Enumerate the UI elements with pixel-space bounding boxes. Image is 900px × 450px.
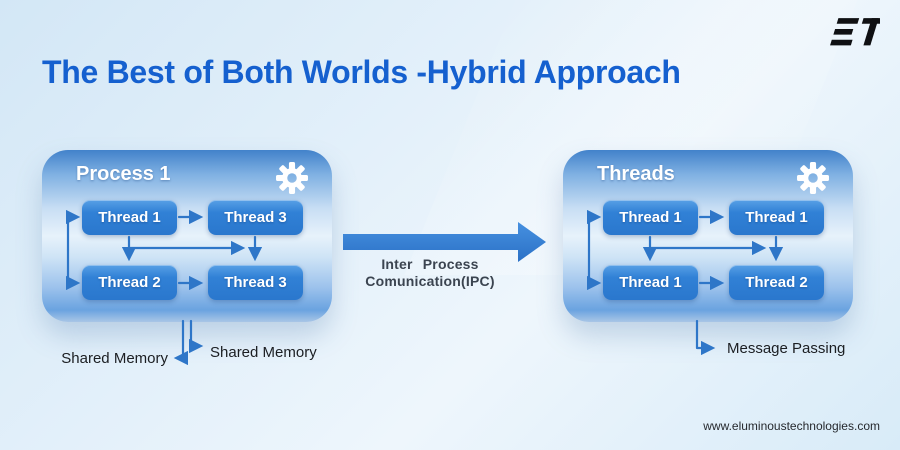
- thread-box: Thread 1: [82, 200, 177, 235]
- process-panel-left: Process 1 Thread 1 Thread 3 Thread 2 Thr…: [42, 150, 332, 322]
- shared-memory-label-right: Shared Memory: [210, 344, 317, 361]
- ipc-label-line1: Inter Process: [381, 256, 479, 272]
- panel-title-left: Process 1: [76, 163, 171, 185]
- thread-box: Thread 1: [603, 265, 698, 300]
- website-url: www.eluminoustechnologies.com: [703, 419, 880, 433]
- company-logo: [828, 15, 887, 49]
- et-logo-icon: [830, 18, 887, 46]
- panel-title-right: Threads: [597, 163, 675, 185]
- thread-box: Thread 2: [82, 265, 177, 300]
- shared-memory-label-left: Shared Memory: [61, 350, 168, 367]
- page-title: The Best of Both Worlds -Hybrid Approach: [42, 54, 681, 90]
- gear-icon: [796, 161, 830, 195]
- gear-icon: [275, 161, 309, 195]
- thread-box: Thread 2: [729, 265, 824, 300]
- threads-panel-right: Threads Thread 1 Thread 1 Thread 1 Threa…: [563, 150, 853, 322]
- thread-box: Thread 1: [729, 200, 824, 235]
- thread-box: Thread 3: [208, 200, 303, 235]
- thread-box: Thread 3: [208, 265, 303, 300]
- ipc-label-line2: Comunication(IPC): [365, 273, 495, 289]
- message-passing-label: Message Passing: [727, 340, 846, 357]
- thread-box: Thread 1: [603, 200, 698, 235]
- ipc-label: Inter Process Comunication(IPC): [330, 256, 530, 290]
